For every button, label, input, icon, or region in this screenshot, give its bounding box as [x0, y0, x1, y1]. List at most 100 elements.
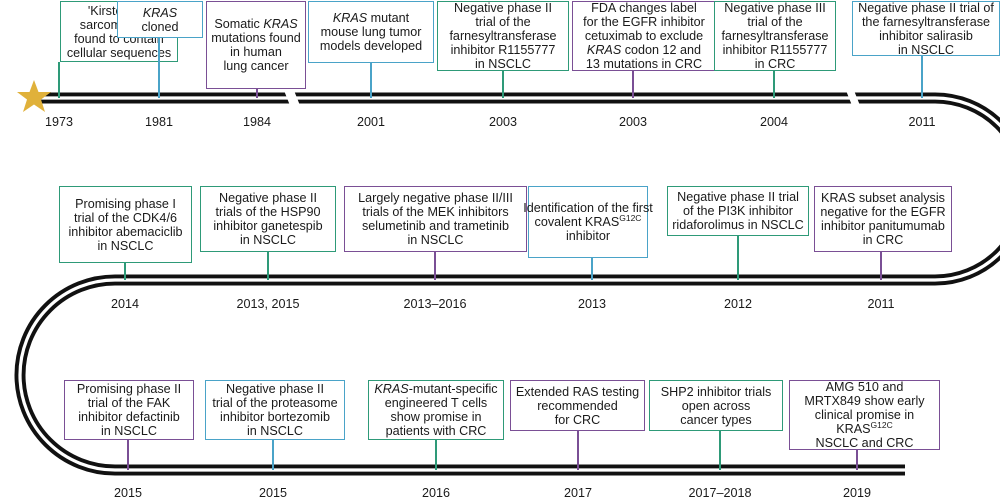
event-line: of the PI3K inhibitor — [683, 204, 793, 218]
event-connector — [719, 431, 721, 470]
event-line: farnesyltransferase — [721, 29, 828, 43]
event-text: clinical promise in — [814, 408, 915, 422]
event-line: inhibitor ganetespib — [213, 219, 322, 233]
event-year: 2013–2016 — [403, 297, 467, 311]
event-connector — [632, 71, 634, 98]
event-text: KRAS — [374, 382, 409, 396]
event-text: in NSCLC — [101, 424, 157, 438]
event-line: the farnesyltransferase — [862, 15, 990, 29]
event-connector — [370, 63, 372, 98]
event-line: in NSCLC — [98, 239, 154, 253]
event-line: trial of the — [747, 15, 802, 29]
event-line: inhibitor bortezomib — [220, 410, 330, 424]
event-text: in CRC — [754, 57, 796, 71]
event-text: mouse lung tumor — [320, 25, 422, 39]
event-text: of the PI3K inhibitor — [683, 204, 793, 218]
event-connector — [58, 62, 60, 98]
event-connector — [435, 440, 437, 470]
event-text: Promising phase I — [75, 196, 176, 211]
event-text: in NSCLC — [475, 57, 531, 71]
event-connector — [434, 252, 436, 280]
event-text: selumetinib and trametinib — [361, 219, 509, 233]
event-line: cetuximab to exclude — [585, 29, 703, 43]
event-text: Negative phase II — [218, 191, 317, 205]
event-line: Identification of the first — [523, 201, 653, 215]
event-text: trial of the FAK — [87, 396, 171, 410]
event-connector — [127, 440, 129, 470]
event-text: -mutant-specific — [408, 382, 498, 396]
event-line: mutations found — [211, 31, 301, 45]
event-text: in NSCLC — [247, 424, 303, 438]
event-line: cloned — [141, 20, 178, 34]
event-line: show promise in — [391, 410, 482, 424]
event-year: 2017–2018 — [688, 486, 752, 500]
event-year: 2003 — [618, 115, 648, 129]
event-text: inhibitor bortezomib — [220, 410, 330, 424]
event-text: recommended — [537, 398, 618, 413]
event-text: inhibitor abemaciclib — [68, 224, 183, 239]
event-text: inhibitor — [565, 229, 611, 243]
event-year: 2015 — [258, 486, 288, 500]
event-line: trial of the proteasome — [212, 396, 337, 410]
event-line: in human — [230, 45, 282, 59]
event-line: negative for the EGFR — [820, 205, 945, 219]
event-line: Negative phase II — [226, 382, 324, 396]
event-line: inhibitor salirasib — [879, 29, 973, 43]
event-line: Negative phase III — [724, 1, 826, 15]
event-text: KRAS — [836, 422, 871, 436]
event-connector — [921, 56, 923, 98]
event-text: inhibitor R1155777 — [722, 43, 828, 57]
event-text: cancer types — [680, 412, 752, 427]
event-line: Extended RAS testing — [516, 385, 639, 399]
event-text: negative for the EGFR — [820, 205, 946, 219]
event-connector — [737, 236, 739, 280]
event-text: cloned — [141, 19, 179, 34]
event-line: recommended — [537, 399, 618, 413]
event-line: for the EGFR inhibitor — [583, 15, 705, 29]
event-line: inhibitor R1155777 — [723, 43, 828, 57]
event-text: AMG 510 and — [825, 380, 904, 394]
event-year: 2003 — [488, 115, 518, 129]
event-text: KRAS — [332, 11, 368, 25]
event-text: inhibitor panitumumab — [821, 219, 945, 233]
event-line: Negative phase II trial of — [858, 1, 994, 15]
event-line: inhibitor abemaciclib — [68, 225, 182, 239]
event-line: in NSCLC — [475, 57, 531, 71]
event-line: trial of the FAK — [88, 396, 171, 410]
event-line: models developed — [320, 39, 422, 53]
event-text: show promise in — [390, 410, 482, 424]
event-text: NSCLC and CRC — [815, 436, 914, 450]
event-year: 2011 — [908, 115, 936, 129]
event-line: in CRC — [863, 233, 904, 247]
event-text: in NSCLC — [407, 233, 464, 247]
event-line: in NSCLC — [240, 233, 296, 247]
event-text: trial of the proteasome — [212, 396, 338, 410]
event-year: 1984 — [242, 115, 272, 129]
event-text: FDA changes label — [591, 1, 697, 15]
event-line: KRASG12C — [836, 421, 893, 436]
event-line: AMG 510 and — [826, 380, 904, 394]
event-text: inhibitor ganetespib — [213, 219, 323, 233]
event-text: in NSCLC — [97, 238, 154, 253]
event-text: KRAS subset analysis — [821, 191, 945, 205]
event-year: 2004 — [759, 115, 789, 129]
event-year: 2001 — [356, 115, 386, 129]
event-text: in human — [230, 45, 282, 59]
event-text: inhibitor salirasib — [879, 28, 973, 43]
event-connector — [124, 263, 126, 280]
timeline-break-2 — [845, 88, 861, 108]
event-line: KRAS subset analysis — [821, 191, 945, 205]
event-line: Promising phase II — [77, 382, 181, 396]
event-text: cellular sequences — [66, 45, 172, 60]
